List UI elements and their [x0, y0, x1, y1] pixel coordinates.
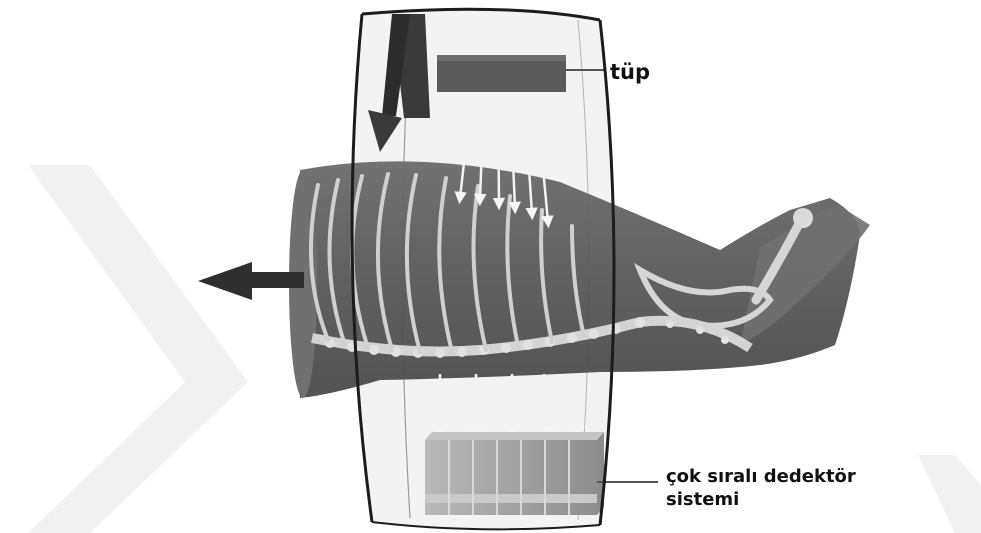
detector-array — [425, 432, 658, 515]
detector-label: çok sıralı dedektör sistemi — [666, 466, 856, 511]
watermark-left-chevron — [28, 165, 248, 533]
detector-label-line2: sistemi — [666, 489, 856, 512]
femur-head — [793, 208, 813, 228]
detector-label-line1: çok sıralı dedektör — [666, 466, 856, 489]
tube-label: tüp — [610, 59, 650, 85]
table-motion-arrow-icon — [198, 262, 304, 300]
patient-body — [289, 161, 870, 398]
watermark-right-chevron — [918, 455, 981, 533]
